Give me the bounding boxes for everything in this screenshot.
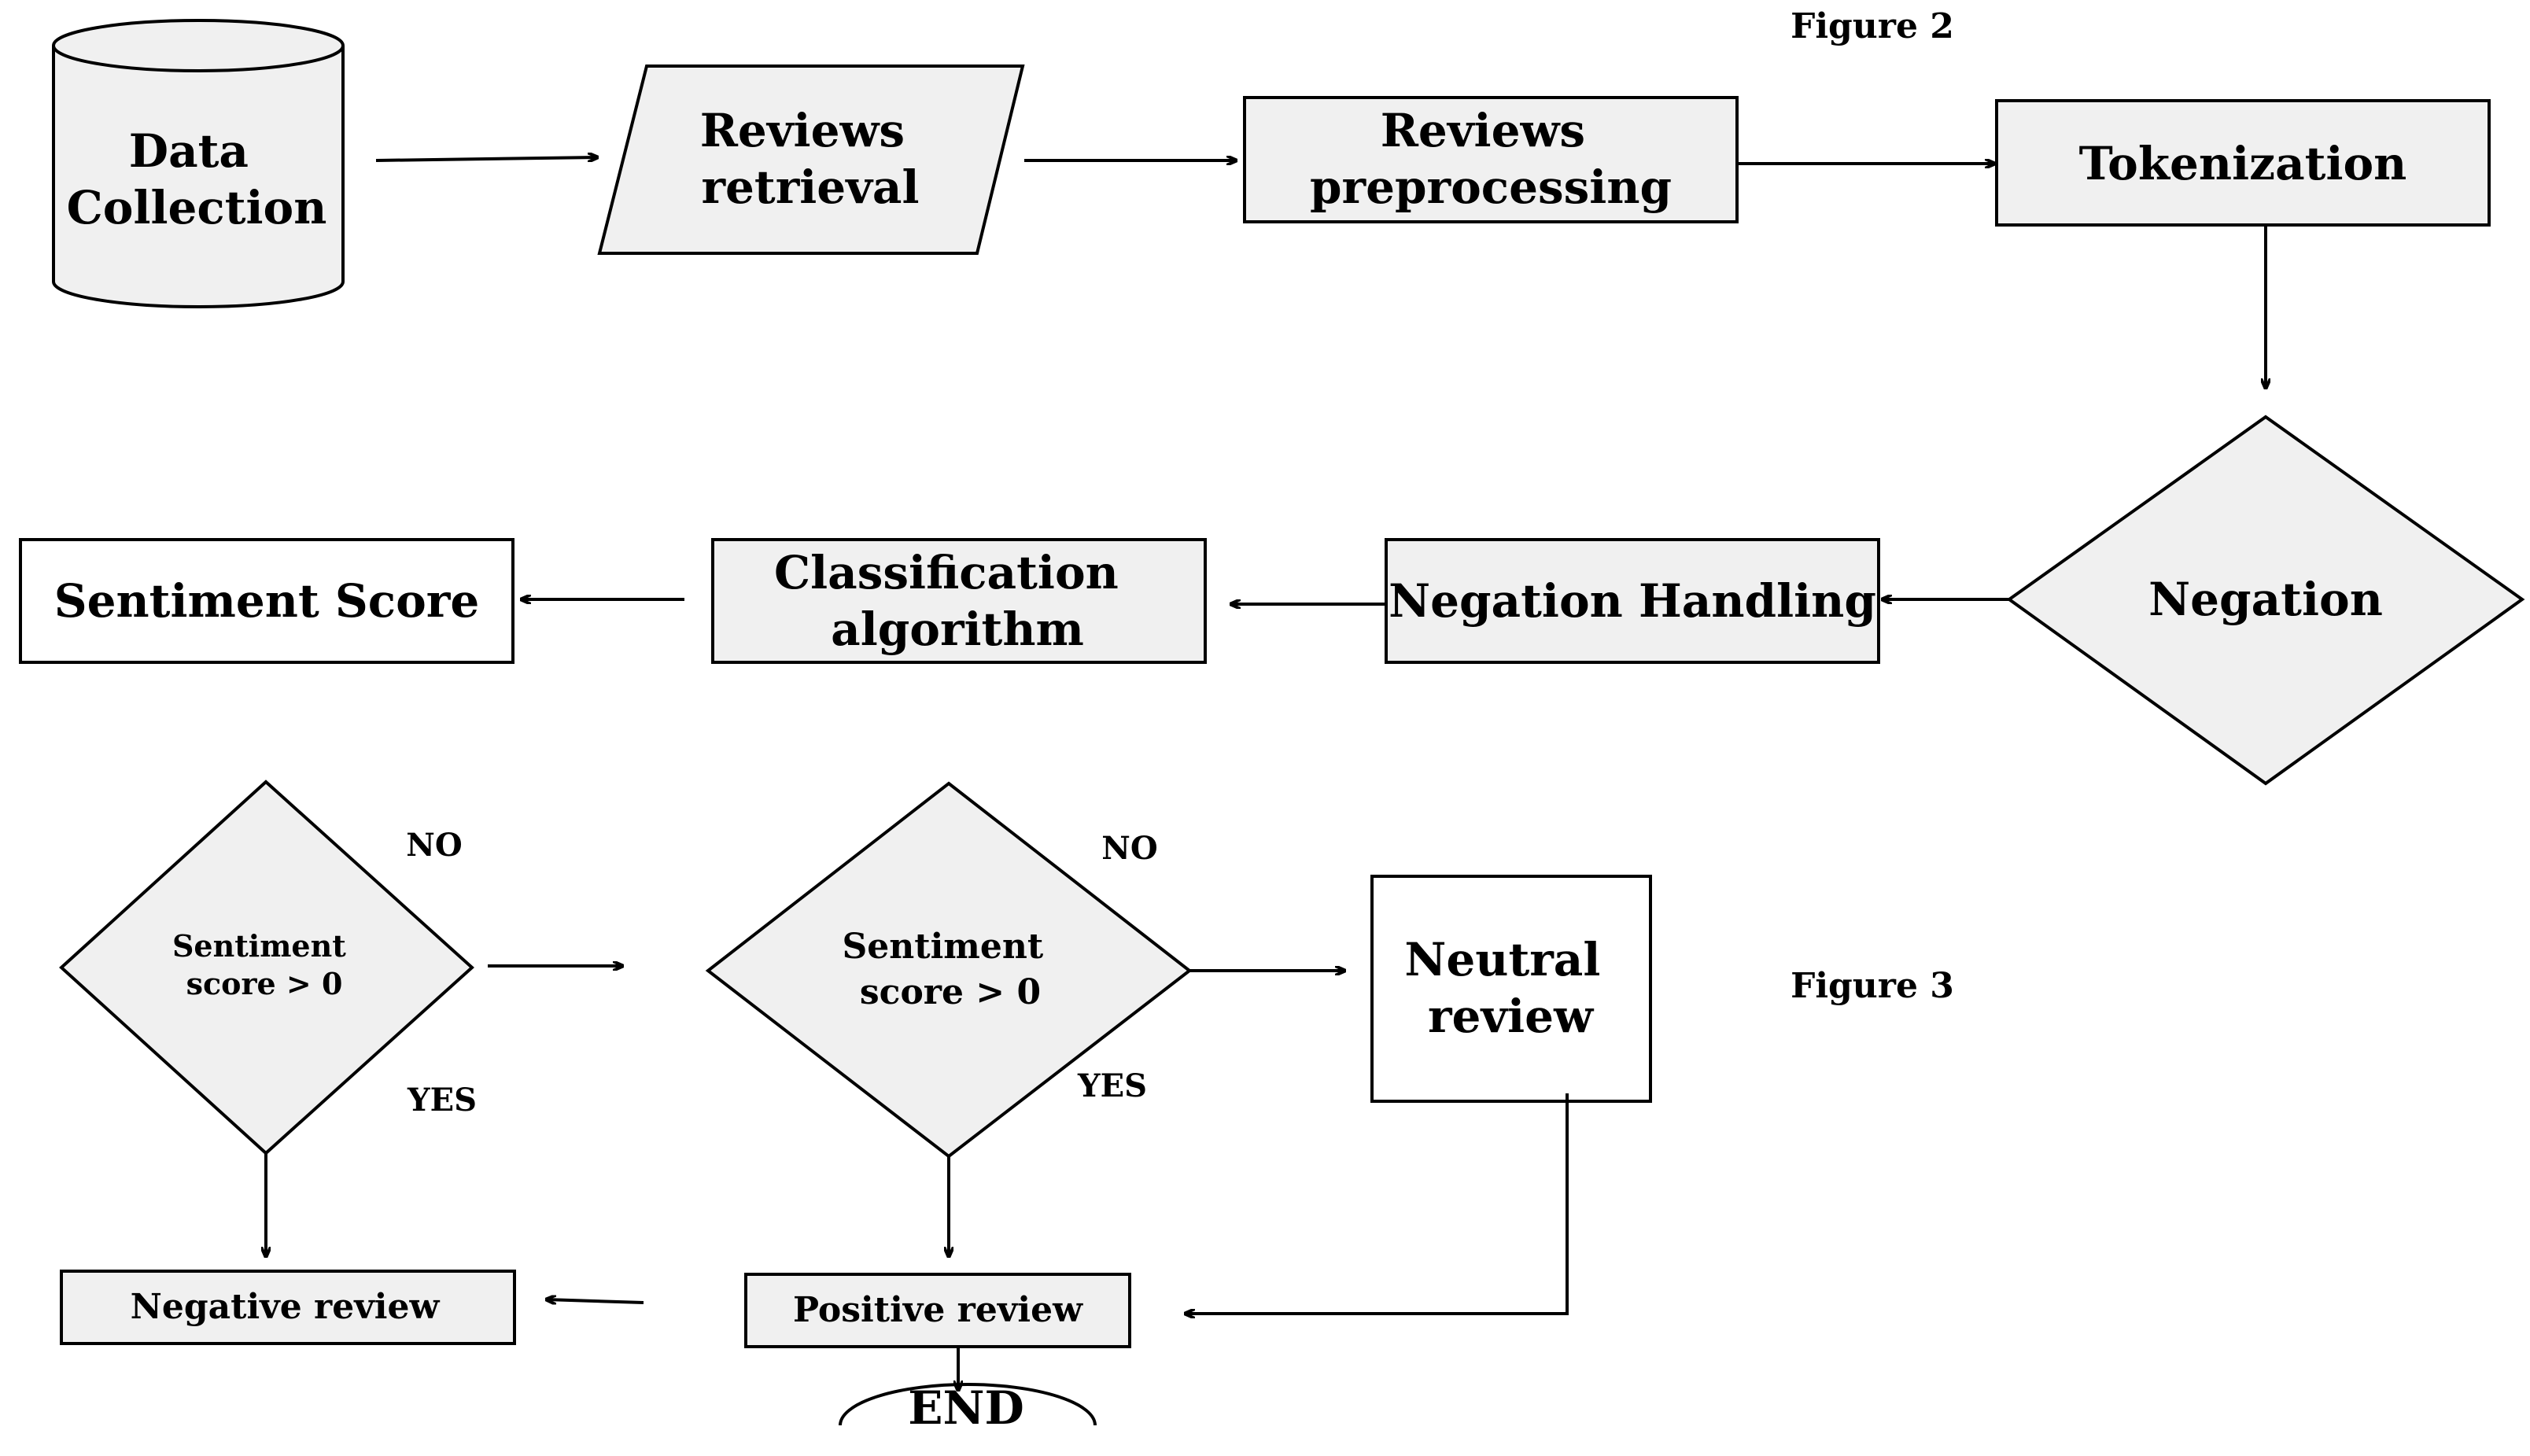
classification-algorithm-node: Classification algorithm	[711, 538, 1207, 664]
reviews-retrieval-label: Reviews retrieval	[700, 104, 921, 214]
decision-1-yes-label: YES	[407, 1082, 477, 1119]
classification-algorithm-line-1: Classification	[774, 546, 1119, 599]
end-label: END	[908, 1381, 1024, 1435]
tokenization-node: Tokenization	[1995, 99, 2491, 227]
neutral-review-node: Neutral review	[1370, 875, 1652, 1103]
decision-1-label: Sentiment score > 0	[172, 928, 356, 1001]
data-collection-line-1: Data	[129, 124, 249, 178]
decision-2-no-label: NO	[1101, 830, 1157, 867]
reviews-retrieval-node: Reviews retrieval	[597, 65, 1025, 255]
figure-2-label: Figure 2	[1791, 6, 1954, 46]
end-node: END	[839, 1381, 1097, 1435]
reviews-preprocessing-line-1: Reviews	[1381, 104, 1585, 157]
negation-label: Negation	[2148, 573, 2383, 626]
decision-1-no-label: NO	[406, 827, 462, 864]
neutral-review-label: Neutral review	[1404, 933, 1616, 1043]
reviews-retrieval-line-1: Reviews	[700, 104, 905, 157]
data-collection-label: Data Collection	[67, 124, 327, 234]
classification-algorithm-label: Classification algorithm	[774, 546, 1134, 656]
negation-node: Negation	[2006, 415, 2525, 786]
reviews-retrieval-line-2: retrieval	[701, 160, 919, 214]
positive-review-node: Positive review	[744, 1273, 1131, 1348]
positive-review-label: Positive review	[793, 1290, 1083, 1330]
negation-handling-label: Negation Handling	[1389, 574, 1876, 628]
negation-handling-node: Negation Handling	[1385, 538, 1880, 664]
data-collection-node: Data Collection	[52, 19, 345, 308]
decision-2-label: Sentiment score > 0	[843, 927, 1056, 1012]
data-collection-line-2: Collection	[67, 181, 327, 234]
negative-review-label: Negative review	[131, 1287, 441, 1327]
neutral-review-line-1: Neutral	[1404, 933, 1600, 986]
sentiment-score-label: Sentiment Score	[54, 574, 480, 628]
decision-1-node: Sentiment score > 0	[59, 780, 474, 1156]
decision-1-line-2: score > 0	[186, 966, 343, 1001]
arrow-data-collection-to-retrieval	[375, 157, 598, 160]
sentiment-score-node: Sentiment Score	[19, 538, 514, 664]
reviews-preprocessing-line-2: preprocessing	[1310, 160, 1672, 214]
decision-2-line-2: score > 0	[860, 972, 1041, 1012]
arrow-neutral-to-positive	[1185, 1093, 1569, 1314]
tokenization-label: Tokenization	[2079, 137, 2407, 190]
negative-review-node: Negative review	[60, 1270, 516, 1345]
reviews-preprocessing-label: Reviews preprocessing	[1310, 104, 1672, 214]
reviews-preprocessing-node: Reviews preprocessing	[1243, 96, 1739, 223]
figure-3-label: Figure 3	[1791, 966, 1954, 1006]
decision-2-yes-label: YES	[1077, 1067, 1147, 1104]
neutral-review-line-2: review	[1428, 990, 1595, 1043]
decision-2-line-1: Sentiment	[843, 927, 1044, 967]
decision-1-line-1: Sentiment	[172, 928, 346, 964]
arrow-to-negative-review	[546, 1299, 644, 1303]
classification-algorithm-line-2: algorithm	[831, 603, 1084, 656]
